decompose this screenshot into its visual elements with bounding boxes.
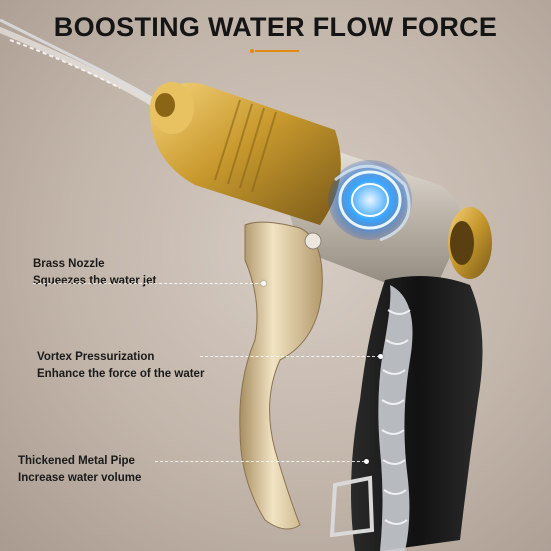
metal-pipe xyxy=(378,285,413,551)
callout-subtitle: Squeezes the water jet xyxy=(33,275,157,287)
leader-dot xyxy=(378,354,383,359)
title-accent-dot xyxy=(250,49,254,53)
callout-brass-nozzle: Brass Nozzle Squeezes the water jet xyxy=(33,256,156,290)
leader-line xyxy=(155,461,365,462)
trigger-pivot xyxy=(304,232,322,250)
trigger-lever xyxy=(239,221,323,530)
brass-nozzle xyxy=(150,82,341,226)
callout-metal-pipe: Thickened Metal Pipe Increase water volu… xyxy=(18,453,141,487)
water-jet xyxy=(0,18,163,111)
leader-line xyxy=(200,356,380,357)
callout-title: Thickened Metal Pipe xyxy=(18,455,135,467)
page-title: BOOSTING WATER FLOW FORCE xyxy=(53,12,498,42)
leader-dot xyxy=(364,459,369,464)
callout-subtitle: Increase water volume xyxy=(18,472,142,484)
leader-dot xyxy=(261,281,266,286)
vortex-chamber xyxy=(328,160,412,242)
callout-subtitle: Enhance the force of the water xyxy=(37,368,205,380)
hanging-ring xyxy=(329,475,375,538)
leader-line xyxy=(33,283,263,284)
title-accent-line xyxy=(255,50,299,52)
callout-title: Brass Nozzle xyxy=(33,258,105,270)
callout-vortex: Vortex Pressurization Enhance the force … xyxy=(37,349,204,383)
hose-coupling xyxy=(448,207,492,279)
callout-title: Vortex Pressurization xyxy=(37,351,155,363)
